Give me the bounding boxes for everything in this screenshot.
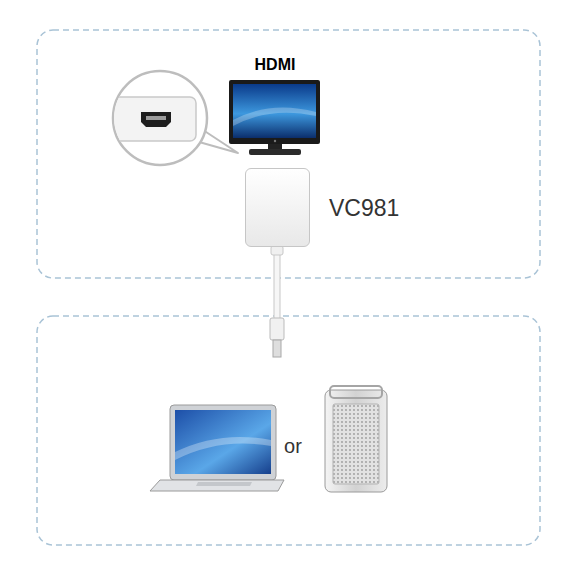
monitor: HDMI <box>222 56 328 158</box>
laptop-trackpad <box>196 482 252 486</box>
monitor-base <box>249 149 301 155</box>
plug-tip <box>273 340 281 357</box>
tower-handle <box>330 386 382 398</box>
laptop-screen <box>175 410 271 474</box>
adapter-box: VC981 <box>245 168 310 247</box>
laptop-base <box>150 480 284 491</box>
strain-relief <box>271 246 283 255</box>
cable <box>274 247 280 319</box>
model-label: VC981 <box>329 195 399 221</box>
region-border <box>37 316 540 545</box>
monitor-bezel <box>229 80 320 144</box>
port-panel <box>100 97 196 141</box>
plug-housing <box>270 318 284 340</box>
hdmi-port <box>141 112 171 127</box>
tower-case <box>325 390 387 492</box>
screen-glare <box>175 437 271 460</box>
port-label: HDMI <box>255 56 296 74</box>
laptop-lid <box>170 405 276 480</box>
port-pins <box>146 116 166 120</box>
screen-glare <box>233 108 316 127</box>
connector-word: or <box>284 435 302 458</box>
region-border <box>37 30 540 278</box>
tower-grille <box>333 404 379 484</box>
port-closeup <box>100 97 196 141</box>
power-led <box>274 140 276 142</box>
monitor-screen <box>233 84 316 138</box>
